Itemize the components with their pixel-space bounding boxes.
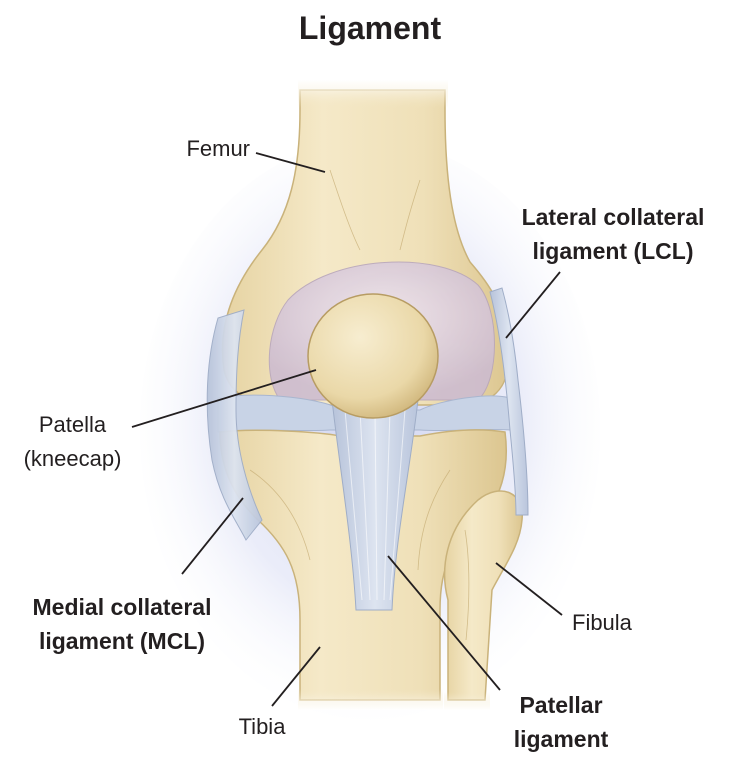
ligament-fibers	[344, 409, 406, 601]
label-lcl-line1: Lateral collateral	[521, 204, 705, 230]
leader-lines	[131, 152, 563, 707]
label-patellar-line2: ligament	[513, 726, 609, 752]
leader-femur	[255, 152, 326, 173]
label-fibula: Fibula	[572, 610, 632, 635]
patella-bone	[307, 293, 439, 419]
diagram-title: Ligament	[298, 10, 442, 46]
leader-lcl	[505, 271, 561, 339]
label-patellar-line1: Patellar	[519, 692, 603, 718]
bone-texture	[249, 169, 470, 641]
label-femur: Femur	[186, 136, 250, 161]
label-tibia: Tibia	[238, 714, 286, 739]
lcl-ligament	[489, 287, 529, 516]
label-patella-line1: Patella	[38, 412, 107, 437]
label-patella-line2: (kneecap)	[23, 446, 122, 471]
leader-mcl	[181, 497, 244, 575]
label-lcl-line2: ligament (LCL)	[532, 238, 694, 264]
leader-fibula	[495, 562, 563, 616]
leader-patella	[131, 369, 317, 428]
label-mcl-line2: ligament (MCL)	[38, 628, 206, 654]
mcl-ligament	[206, 309, 263, 541]
label-mcl-line1: Medial collateral	[32, 594, 212, 620]
leader-patellar	[387, 555, 501, 691]
leader-tibia	[271, 646, 321, 707]
